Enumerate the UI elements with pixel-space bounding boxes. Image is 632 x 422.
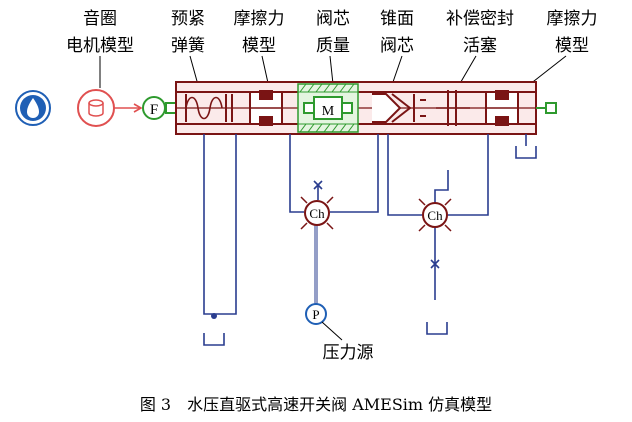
leader-lines bbox=[99, 55, 567, 93]
label-pressure-source: 压力源 bbox=[323, 343, 374, 363]
pressure-source: P bbox=[305, 303, 327, 325]
pressure-symbol: P bbox=[312, 307, 319, 322]
label-preload-spring-line2: 弹簧 bbox=[171, 36, 205, 56]
end-connector bbox=[536, 102, 557, 114]
force-symbol: F bbox=[150, 102, 158, 118]
label-cone-valve-line1: 锥面 bbox=[380, 9, 414, 29]
chamber-1: Ch bbox=[300, 196, 334, 230]
figure-caption: 图 3 水压直驱式高速开关阀 AMESim 仿真模型 bbox=[140, 395, 492, 414]
tank-right-icon bbox=[426, 322, 448, 335]
label-valve-mass-line1: 阀芯 bbox=[316, 9, 350, 29]
chamber-1-symbol: Ch bbox=[309, 206, 325, 221]
return-line-left bbox=[203, 134, 237, 315]
voice-coil-motor bbox=[77, 89, 143, 127]
label-comp-piston-line2: 活塞 bbox=[463, 36, 497, 56]
orifice-left bbox=[211, 313, 217, 319]
line-chamber-2 bbox=[387, 134, 422, 216]
preload-spring bbox=[185, 94, 233, 122]
cone-valve bbox=[372, 93, 426, 123]
line-chamber-1 bbox=[289, 134, 304, 213]
plug-icon bbox=[313, 180, 323, 190]
water-drop-icon bbox=[15, 90, 51, 126]
tank-left-icon bbox=[203, 333, 225, 346]
plug-icon-2 bbox=[430, 259, 440, 269]
valve-mass: M bbox=[297, 83, 359, 133]
chamber-2-symbol: Ch bbox=[427, 208, 443, 223]
label-valve-mass-line2: 质量 bbox=[316, 36, 350, 56]
label-comp-piston-line1: 补偿密封 bbox=[446, 9, 514, 29]
label-friction-left-line2: 模型 bbox=[242, 36, 276, 56]
label-preload-spring-line1: 预紧 bbox=[171, 9, 205, 29]
mass-symbol: M bbox=[322, 104, 335, 119]
tank-top-right-icon bbox=[515, 146, 537, 159]
compensation-piston bbox=[436, 90, 470, 126]
chamber-2: Ch bbox=[418, 198, 452, 232]
label-friction-right-line1: 摩擦力 bbox=[547, 9, 598, 29]
label-voice-coil-line2: 电机模型 bbox=[66, 36, 134, 56]
label-friction-left-line1: 摩擦力 bbox=[234, 9, 285, 29]
label-cone-valve-line2: 阀芯 bbox=[380, 36, 414, 56]
force-source: F bbox=[142, 96, 177, 120]
label-voice-coil-line1: 音圈 bbox=[83, 9, 117, 29]
label-friction-right-line2: 模型 bbox=[555, 36, 589, 56]
friction-model-right bbox=[485, 90, 519, 126]
friction-model-left bbox=[249, 90, 283, 126]
